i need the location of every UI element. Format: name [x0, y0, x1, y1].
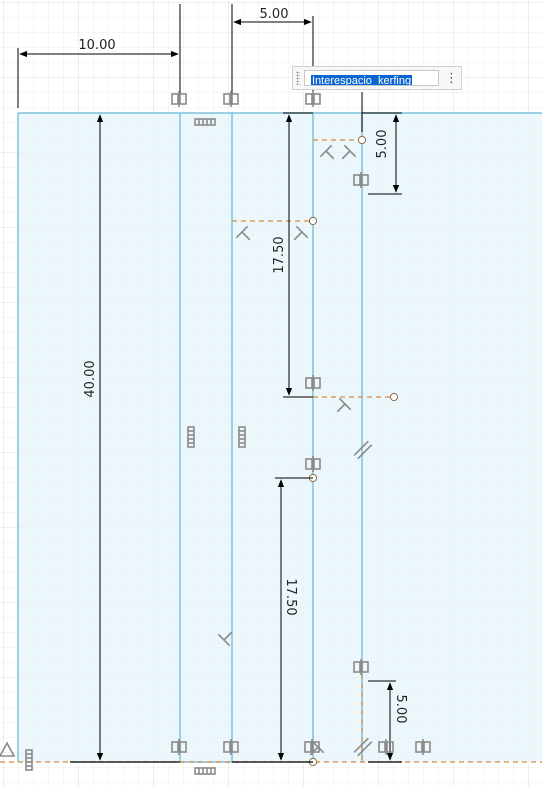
coincident-constraint-icon[interactable] — [171, 739, 187, 755]
more-vertical-icon[interactable]: ⋮ — [445, 71, 458, 86]
sketch-point — [357, 135, 367, 145]
sketch-point — [389, 392, 399, 402]
horizontal-constraint-icon[interactable] — [194, 118, 216, 126]
coincident-constraint-icon[interactable] — [353, 659, 369, 675]
dimension-40[interactable]: 40.00 — [83, 360, 98, 397]
coincident-constraint-icon[interactable] — [378, 739, 394, 755]
vertical-constraint-icon[interactable] — [25, 749, 33, 771]
dimension-10[interactable]: 10.00 — [78, 38, 115, 53]
perpendicular-constraint-icon[interactable] — [217, 627, 237, 647]
sketch-point — [308, 216, 318, 226]
coincident-constraint-icon[interactable] — [415, 739, 431, 755]
coincident-constraint-icon[interactable] — [305, 91, 321, 107]
dimension-17-50-lower[interactable]: 17.50 — [283, 578, 298, 615]
dimension-5-right-top[interactable]: 5.00 — [375, 130, 390, 159]
coincident-constraint-icon[interactable] — [353, 172, 369, 188]
vertical-constraint-icon[interactable] — [238, 426, 246, 448]
perpendicular-constraint-icon[interactable] — [235, 225, 255, 245]
perpendicular-constraint-icon[interactable] — [305, 740, 325, 760]
coincident-constraint-icon[interactable] — [223, 739, 239, 755]
parameter-name-input[interactable]: Interespacio_kerfing — [304, 70, 439, 86]
horizontal-constraint-icon[interactable] — [194, 767, 216, 775]
coincident-constraint-icon[interactable] — [171, 91, 187, 107]
vertical-constraint-icon[interactable] — [187, 426, 195, 448]
coincident-constraint-icon[interactable] — [223, 91, 239, 107]
parallel-constraint-icon[interactable] — [353, 440, 373, 460]
perpendicular-constraint-icon[interactable] — [289, 225, 309, 245]
parameter-edit-box[interactable]: Interespacio_kerfing ⋮ — [292, 66, 462, 90]
perpendicular-constraint-icon[interactable] — [319, 144, 339, 164]
dimension-17-50-upper[interactable]: 17.50 — [272, 236, 287, 273]
coincident-constraint-icon[interactable] — [305, 375, 321, 391]
parallel-constraint-icon[interactable] — [353, 737, 373, 757]
dimension-lines — [17, 4, 402, 763]
perpendicular-constraint-icon[interactable] — [337, 144, 357, 164]
coincident-constraint-icon[interactable] — [305, 456, 321, 472]
dimension-5-right-bottom[interactable]: 5.00 — [393, 695, 408, 724]
dimension-5-top[interactable]: 5.00 — [260, 7, 289, 22]
sketch-profile-region[interactable] — [18, 113, 542, 762]
parameter-name-selected-text[interactable]: Interespacio_kerfing — [311, 75, 413, 86]
drag-grip-icon[interactable] — [296, 71, 300, 85]
fix-constraint-icon[interactable] — [0, 741, 16, 757]
perpendicular-constraint-icon[interactable] — [332, 397, 352, 417]
